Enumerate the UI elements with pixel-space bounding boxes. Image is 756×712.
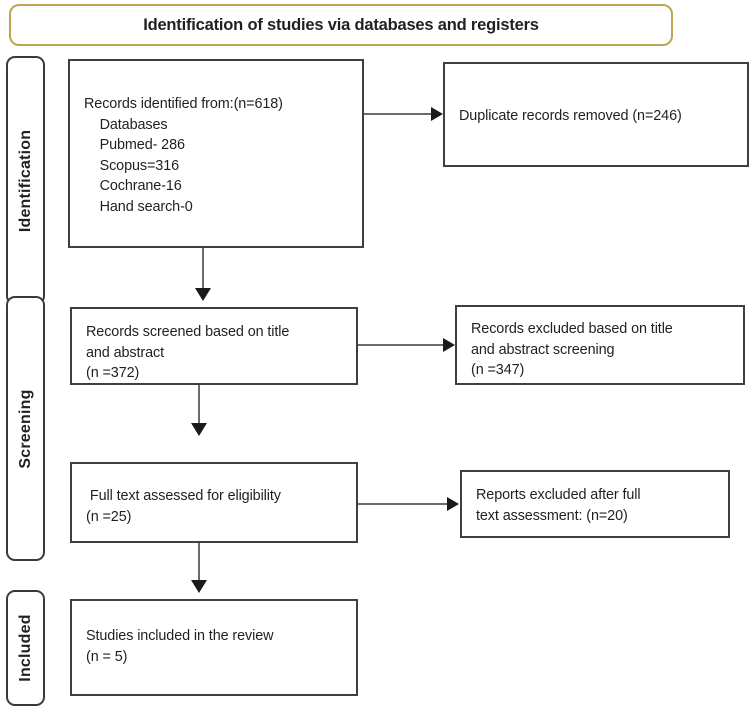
- records-screened-box: Records screened based on title and abst…: [70, 307, 358, 385]
- connector-screened-to-fulltext-line: [198, 385, 200, 430]
- stage-label-identification: Identification: [6, 56, 45, 305]
- records-screened-text: Records screened based on title and abst…: [86, 324, 290, 381]
- diagram-header-banner: Identification of studies via databases …: [9, 4, 673, 46]
- connector-identified-to-duplicates-line: [364, 113, 432, 115]
- arrow-fulltext-to-included: [191, 580, 207, 593]
- reports-excluded-box: Reports excluded after full text assessm…: [460, 470, 730, 538]
- arrow-identified-to-duplicates: [431, 107, 443, 121]
- connector-identified-to-screened-line: [202, 248, 204, 295]
- reports-excluded-text: Reports excluded after full text assessm…: [476, 487, 641, 524]
- duplicate-records-removed-text: Duplicate records removed (n=246): [459, 108, 682, 124]
- studies-included-text: Studies included in the review (n = 5): [86, 628, 274, 665]
- stage-label-screening-text: Screening: [16, 388, 34, 469]
- diagram-title: Identification of studies via databases …: [143, 15, 539, 34]
- connector-fulltext-to-included-line: [198, 543, 200, 587]
- studies-included-box: Studies included in the review (n = 5): [70, 599, 358, 696]
- records-excluded-box: Records excluded based on title and abst…: [455, 305, 745, 385]
- stage-label-identification-text: Identification: [16, 129, 34, 232]
- arrow-identified-to-screened: [195, 288, 211, 301]
- records-identified-text: Records identified from:(n=618) Database…: [84, 96, 283, 215]
- duplicate-records-removed-box: Duplicate records removed (n=246): [443, 62, 749, 167]
- stage-label-included: Included: [6, 590, 45, 706]
- arrow-screened-to-fulltext: [191, 423, 207, 436]
- full-text-assessed-box: Full text assessed for eligibility (n =2…: [70, 462, 358, 543]
- records-identified-box: Records identified from:(n=618) Database…: [68, 59, 364, 248]
- connector-screened-to-excluded-line: [358, 344, 444, 346]
- stage-label-included-text: Included: [16, 614, 34, 682]
- stage-label-screening: Screening: [6, 296, 45, 561]
- arrow-screened-to-excluded: [443, 338, 455, 352]
- full-text-assessed-text: Full text assessed for eligibility (n =2…: [86, 488, 281, 525]
- connector-fulltext-to-reports-line: [358, 503, 448, 505]
- records-excluded-text: Records excluded based on title and abst…: [471, 321, 673, 378]
- arrow-fulltext-to-reports-excluded: [447, 497, 459, 511]
